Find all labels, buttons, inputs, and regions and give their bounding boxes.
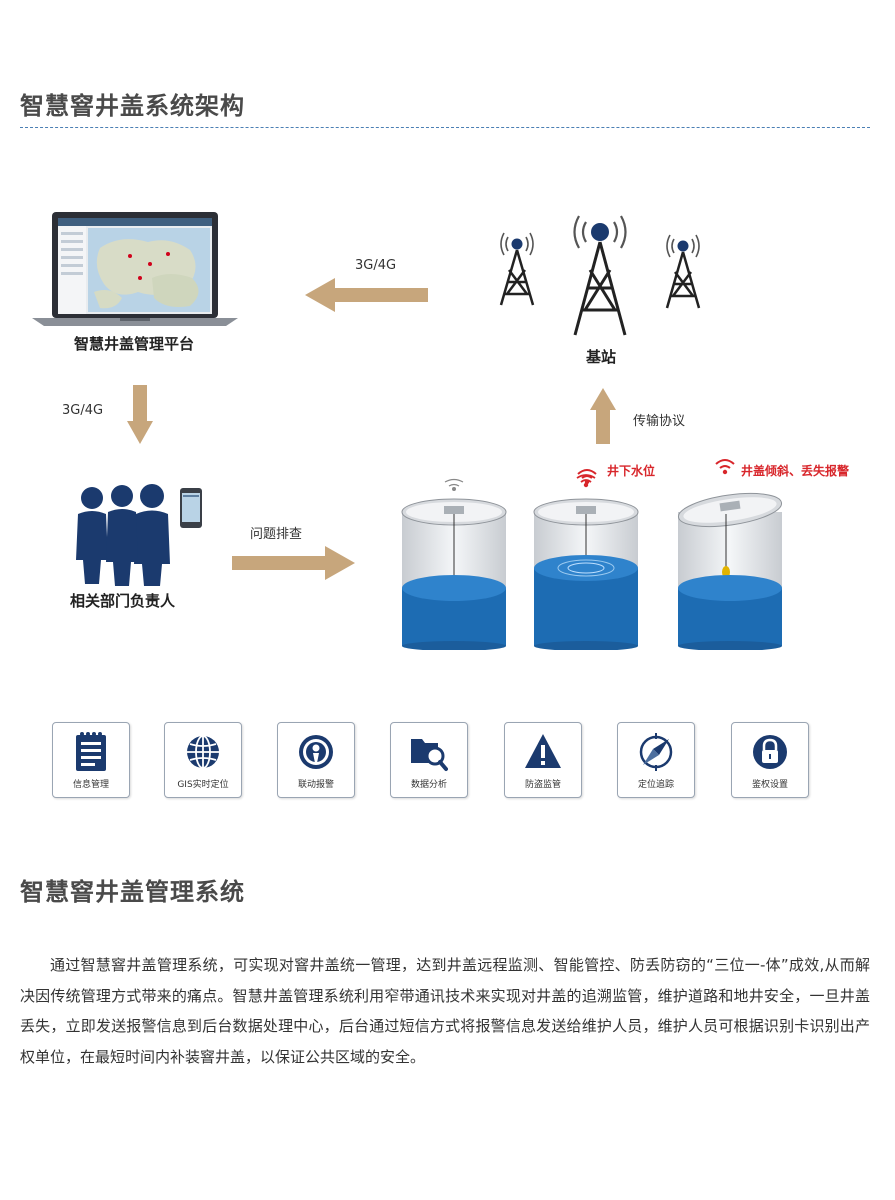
document-list-icon — [76, 732, 106, 771]
base-station-tower-icon — [499, 215, 701, 336]
feature-label: 信息管理 — [72, 780, 109, 790]
manhole-tilt-alarm-icon — [677, 492, 783, 650]
feature-label: 数据分析 — [410, 780, 447, 790]
feature-label: GIS实时定位 — [177, 780, 229, 790]
alert-tilt-loss: 井盖倾斜、丢失报警 — [741, 464, 850, 478]
folder-search-icon — [411, 739, 448, 771]
link-label-station-platform: 3G/4G — [355, 258, 397, 273]
alert-water-level: 井下水位 — [607, 464, 656, 478]
staff-label: 相关部门负责人 — [70, 592, 176, 610]
arrow-left-icon — [305, 278, 428, 312]
arrow-up-icon — [590, 388, 616, 444]
feature-tracking[interactable]: 定位追踪 — [617, 722, 695, 798]
arrow-down-icon — [127, 385, 153, 444]
lock-icon — [753, 735, 787, 769]
link-label-cover-station: 传输协议 — [633, 414, 686, 429]
laptop-map-icon — [32, 212, 238, 326]
broadcast-alarm-icon — [299, 735, 333, 769]
section-title-architecture: 智慧窨井盖系统架构 — [20, 92, 245, 120]
feature-gis-location[interactable]: GIS实时定位 — [164, 722, 242, 798]
manhole-normal-icon — [401, 478, 507, 650]
feature-label: 定位追踪 — [637, 780, 674, 790]
platform-label: 智慧井盖管理平台 — [74, 335, 195, 353]
feature-info-management[interactable]: 信息管理 — [52, 722, 130, 798]
warning-triangle-icon — [525, 734, 561, 768]
globe-icon — [187, 735, 219, 769]
link-label-platform-staff: 3G/4G — [62, 403, 104, 418]
link-label-staff-cover: 问题排查 — [250, 527, 303, 542]
dashed-divider — [20, 127, 870, 128]
feature-auth-settings[interactable]: 鉴权设置 — [731, 722, 809, 798]
feature-linked-alarm[interactable]: 联动报警 — [277, 722, 355, 798]
staff-group-icon — [76, 484, 202, 586]
feature-anti-theft[interactable]: 防盗监管 — [504, 722, 582, 798]
manhole-water-level-icon — [533, 474, 639, 650]
feature-data-analysis[interactable]: 数据分析 — [390, 722, 468, 798]
base-station-label: 基站 — [586, 348, 617, 366]
water-signal-icon — [577, 469, 597, 485]
description-paragraph: 通过智慧窨井盖管理系统，可实现对窨井盖统一管理，达到井盖远程监测、智能管控、防丢… — [20, 956, 870, 1066]
feature-label: 联动报警 — [297, 780, 334, 790]
alarm-signal-icon — [715, 459, 735, 475]
compass-icon — [639, 733, 673, 771]
feature-label: 鉴权设置 — [751, 780, 788, 790]
arrow-right-icon — [232, 546, 355, 580]
section-title-management: 智慧窨井盖管理系统 — [20, 878, 245, 906]
feature-label: 防盗监管 — [524, 780, 561, 790]
